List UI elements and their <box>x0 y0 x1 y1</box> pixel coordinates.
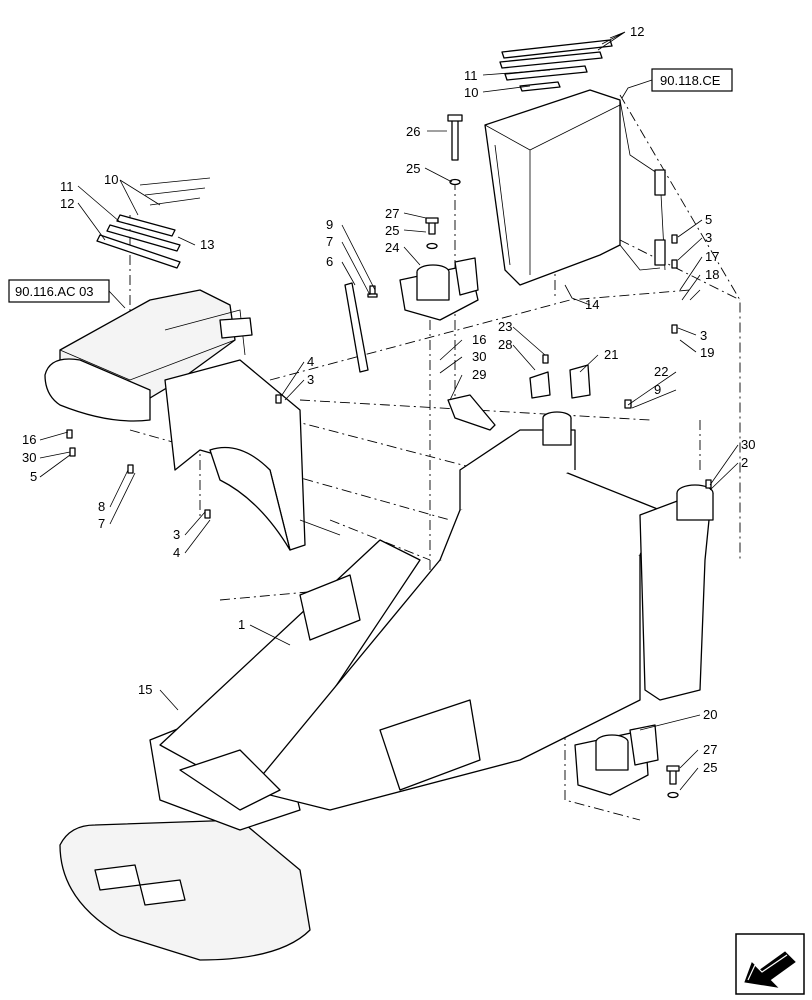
callout-9-a: 9 <box>326 217 333 232</box>
ref-box-90-118-ce[interactable]: 90.118.CE <box>651 68 733 92</box>
callout-22: 22 <box>654 364 668 379</box>
callout-29: 29 <box>472 367 486 382</box>
ref-label-90-118-ce: 90.118.CE <box>660 73 721 88</box>
callout-25-b: 25 <box>385 223 399 238</box>
callout-14: 14 <box>585 297 599 312</box>
ref-box-90-116-ac-03[interactable]: 90.116.AC 03 <box>8 279 110 303</box>
callout-10-top: 10 <box>464 85 478 100</box>
callout-6: 6 <box>326 254 333 269</box>
callout-27-b: 27 <box>703 742 717 757</box>
fender-panel <box>484 89 666 286</box>
callout-11-left: 11 <box>60 179 74 194</box>
callout-18: 18 <box>705 267 719 282</box>
fasteners <box>66 114 712 799</box>
ref-label-90-116-ac-03: 90.116.AC 03 <box>15 284 94 299</box>
callout-3-right-1: 3 <box>705 230 712 245</box>
callout-20: 20 <box>703 707 717 722</box>
callout-10-left: 10 <box>104 172 118 187</box>
callout-30-left: 30 <box>22 450 36 465</box>
callout-4-a: 4 <box>307 354 314 369</box>
callout-24: 24 <box>385 240 399 255</box>
arrow-icon[interactable] <box>735 933 805 995</box>
callout-17: 17 <box>705 249 719 264</box>
plate-29 <box>447 394 496 431</box>
pedestal-upper <box>399 257 479 321</box>
callout-2: 2 <box>741 455 748 470</box>
callout-9-b: 9 <box>654 382 661 397</box>
callout-27-a: 27 <box>385 206 399 221</box>
callout-23: 23 <box>498 319 512 334</box>
callout-30-a: 30 <box>472 349 486 364</box>
callout-30-right: 30 <box>741 437 755 452</box>
left-seat-assembly <box>44 289 341 551</box>
callout-8: 8 <box>98 499 105 514</box>
callout-13: 13 <box>200 237 214 252</box>
callout-5-right: 5 <box>705 212 712 227</box>
callout-12-left: 12 <box>60 196 74 211</box>
callout-16-left: 16 <box>22 432 36 447</box>
callout-3-a: 3 <box>307 372 314 387</box>
callout-3-right-2: 3 <box>700 328 707 343</box>
callout-7-a: 7 <box>326 234 333 249</box>
callout-4-b: 4 <box>173 545 180 560</box>
callout-25-a: 25 <box>406 161 420 176</box>
callout-19: 19 <box>700 345 714 360</box>
callout-21: 21 <box>604 347 618 362</box>
callout-1: 1 <box>238 617 245 632</box>
callouts: 12 11 10 26 25 27 25 24 10 11 12 13 9 7 … <box>22 24 755 775</box>
callout-16-a: 16 <box>472 332 486 347</box>
bracket-21 <box>529 364 591 399</box>
callout-11-top: 11 <box>464 68 478 83</box>
pedestal-lower <box>574 724 659 796</box>
decal-strips-left <box>96 177 211 269</box>
callout-28: 28 <box>498 337 512 352</box>
callout-5-left: 5 <box>30 469 37 484</box>
main-frame <box>59 411 714 961</box>
callout-3-b: 3 <box>173 527 180 542</box>
bracket-6 <box>344 282 369 373</box>
callout-26: 26 <box>406 124 420 139</box>
decal-strips-top <box>499 39 613 92</box>
callout-12-top: 12 <box>630 24 644 39</box>
callout-15: 15 <box>138 682 152 697</box>
callout-25-c: 25 <box>703 760 717 775</box>
callout-7-b: 7 <box>98 516 105 531</box>
leader-lines <box>39 31 739 791</box>
